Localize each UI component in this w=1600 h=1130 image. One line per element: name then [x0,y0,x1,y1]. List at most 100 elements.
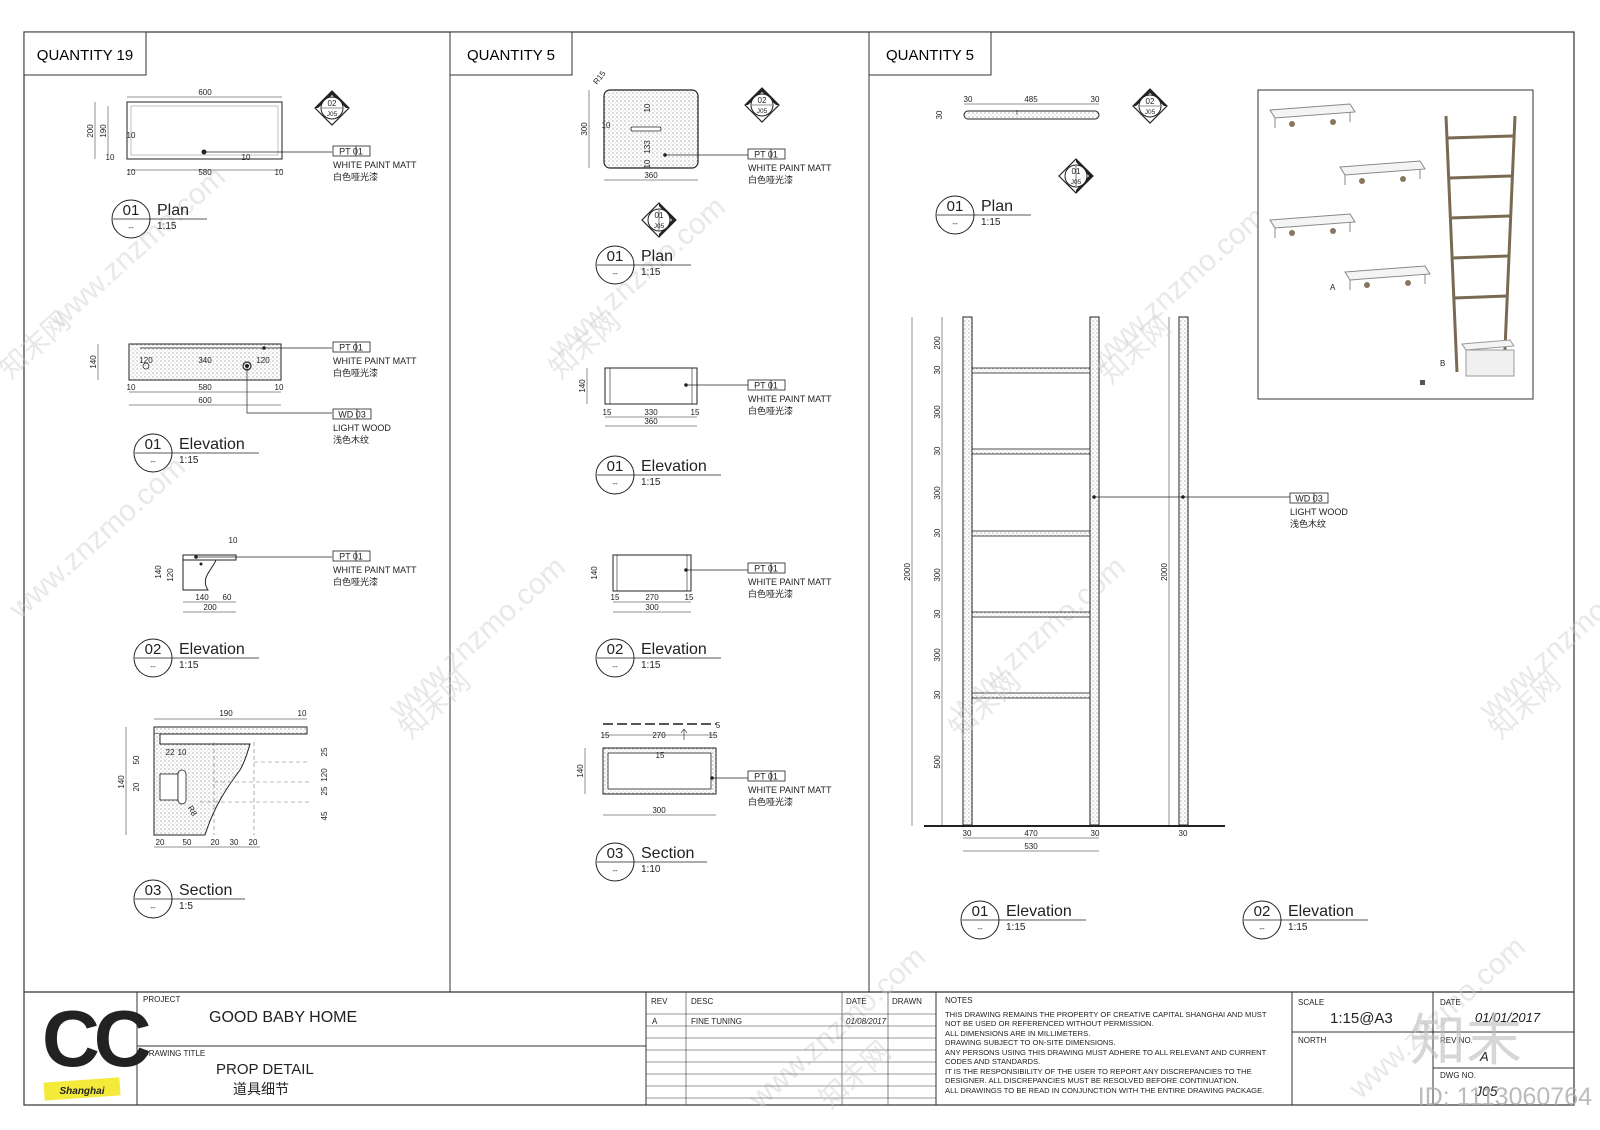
material-tag-wd03: WD 03 LIGHT WOOD 浅色木纹 [332,408,391,446]
render-label: A [1330,283,1336,292]
callout-label: J05 [1071,179,1082,186]
product-render: A B [1257,89,1534,400]
dimension-label: 300 [652,806,666,815]
material-label: 浅色木纹 [333,434,369,446]
dimension-label: 10 [178,748,187,757]
titleblock-text: FINE TUNING [691,1017,742,1026]
titleblock-text: 01/08/2017 [846,1017,887,1026]
view-label: -- [612,479,618,488]
dimension-label: 300 [580,122,589,136]
material-tag-pt01: PT 01 WHITE PAINT MATT 白色哑光漆 [332,341,417,379]
dimension-label: 140 [590,566,599,580]
dimension-label: 15 [709,731,718,740]
dimension-label: 15 [656,751,665,760]
dimension-label: 20 [249,838,258,847]
view-label: -- [977,924,983,933]
watermark-id: ID: 1113060764 [1418,1083,1592,1111]
view-label: -- [150,457,156,466]
watermark-logo: 知末 [1410,1009,1522,1074]
date-value: 01/01/2017 [1475,1010,1541,1025]
sheet-border [23,31,1575,1106]
material-label: 白色哑光漆 [748,174,793,186]
material-label: 白色哑光漆 [333,576,378,588]
dimension-label: 300 [933,486,942,500]
dimension-label: 10 [298,709,307,718]
material-label: 浅色木纹 [1290,518,1326,530]
callout-label: 02 [328,99,337,108]
material-tags: PT 01 WHITE PAINT MATT 白色哑光漆 PT 01 WHITE… [332,145,1348,808]
view-title-elevation: 01 -- Elevation 1:15 [133,433,259,473]
material-tag-wd03: WD 03 LIGHT WOOD 浅色木纹 [1289,492,1348,530]
view-label: -- [1259,924,1265,933]
titleblock-text: PROJECT [143,995,180,1004]
material-label: WHITE PAINT MATT [748,394,832,404]
dimension-label: 190 [219,709,233,718]
material-label: WHITE PAINT MATT [748,577,832,587]
view-label: Section [179,882,232,899]
ladder-elevation: 2000 200 30 300 30 300 30 300 30 300 30 … [903,316,1225,852]
view-title-elevation: 02 -- Elevation 1:15 [595,638,721,678]
titleblock-text: THIS DRAWING REMAINS THE PROPERTY OF CRE… [945,1010,1267,1019]
view-title-elevation: 02 -- Elevation 1:15 [1242,900,1368,940]
dimension-label: 600 [198,396,212,405]
dimension-label: 30 [230,838,239,847]
ladder-plan [963,110,1100,120]
material-label: LIGHT WOOD [333,423,391,433]
dimension-label: 2000 [1160,563,1169,581]
dimension-label: 200 [203,603,217,612]
material-tag-pt01: PT 01 WHITE PAINT MATT 白色哑光漆 [747,379,832,417]
dimension-label: 360 [644,417,658,426]
panel-2: R15 300 10 133 10 360 10 140 330 15 15 3… [576,69,748,816]
ladder-side-elevation: 2000 30 [1160,316,1189,838]
view-label: 1:15 [1006,922,1026,933]
dimension-label: 10 [127,131,136,140]
view-label: 03 [145,882,162,899]
view-label: 1:15 [1288,922,1308,933]
dimension-label: 140 [578,379,587,393]
dimension-label: 200 [933,336,942,350]
section-callouts: 02 J05 02 J05 01 J05 02 J05 01 J05 [314,87,1168,238]
view-label: 1:15 [641,267,661,278]
dimension-label: 340 [198,356,212,365]
view-title-elevation: 02 -- Elevation 1:15 [133,638,259,678]
watermark-text: www.znzmo.com [1082,200,1272,376]
quantity-tab-2: QUANTITY 5 [449,31,573,76]
dimension-label: 50 [183,838,192,847]
view-label: 1:15 [641,477,661,488]
callout-marker: 02 J05 [1132,88,1168,124]
callout-label: J05 [654,223,665,230]
titleblock-text: DESC [691,997,713,1006]
bracket-elevation: 140 120 140 60 200 10 [154,536,332,613]
box-elevation-long [604,367,698,405]
dimension-label: 10 [275,168,284,177]
dimension-label: 330 [644,408,658,417]
view-label: 1:15 [179,455,199,466]
dimension-label: 120 [256,356,270,365]
dimension-label: 30 [1179,829,1188,838]
view-titles: 01 -- Plan 1:15 01 -- Elevation 1:15 02 … [111,195,1368,940]
view-label: Elevation [179,436,245,453]
company-logo: CC Shanghai [42,994,156,1101]
callout-label: 01 [655,211,664,220]
dimension-label: 45 [320,811,329,820]
view-label: 01 [145,436,162,453]
drawing-number: J05 [1474,1083,1498,1099]
elevation-shelf-front [128,343,282,381]
material-code: WD 03 [338,410,366,420]
titleblock-text: ALL DIMENSIONS ARE IN MILLIMETERS. [945,1029,1090,1038]
titleblock-text: A [652,1017,658,1026]
view-label: 02 [145,641,162,658]
dimension-label: 300 [933,568,942,582]
dimension-label: 22 [166,748,175,757]
watermark-text: 知末网 [0,305,76,384]
dimension-label: 10 [242,153,251,162]
material-tag-pt01: PT 01 WHITE PAINT MATT 白色哑光漆 [747,562,832,600]
material-label: 白色哑光漆 [748,588,793,600]
callout-label: J05 [757,108,768,115]
dimension-label: 25 [320,786,329,795]
titleblock-text: IT IS THE RESPONSIBILITY OF THE USER TO … [945,1067,1252,1076]
titleblock-text: DRAWING SUBJECT TO ON-SITE DIMENSIONS. [945,1038,1116,1047]
material-code: PT 01 [339,552,363,562]
dimension-label: 580 [198,383,212,392]
dimension-label: 15 [601,731,610,740]
